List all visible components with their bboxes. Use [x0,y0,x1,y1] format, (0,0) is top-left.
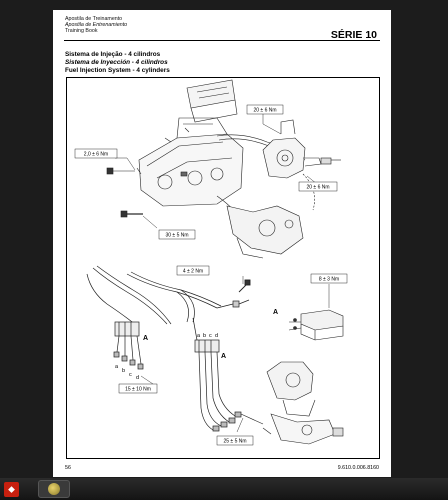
torque-label-1: 20 ± 6 Nm [253,108,276,114]
torque-label-4: 30 ± 5 Nm [165,233,188,239]
right-injection-pipes [192,317,242,432]
torque-label-5: 4 ± 2 Nm [183,269,203,275]
header-line-es: Apostila de Entrenamiento [65,22,128,28]
torque-label-2: 2,0 ± 6 Nm [84,152,108,158]
document-code: 9.610.0.006.8160 [337,465,379,471]
pipe-letter: a [197,333,201,339]
fuel-injection-diagram: 20 ± 6 Nm 2,0 ± 6 Nm 20 ± 6 Nm 30 ± 5 Nm [74,79,348,446]
torque-label-3: 20 ± 6 Nm [306,185,329,191]
bottom-leader-lines [140,276,330,433]
section-title-es: Sistema de Inyección - 4 cilindros [65,59,168,66]
left-injection-pipes [86,265,250,370]
torque-box-5: 4 ± 2 Nm [176,265,210,276]
pipe-letter: c [209,333,212,339]
taskbar: ⬥ [0,478,448,500]
pipe-letter: d [136,375,139,381]
image-viewer-icon [48,483,60,495]
torque-box-6: 8 ± 3 Nm [310,273,348,284]
torque-box-8: 25 ± 5 Nm [216,435,254,446]
header-line-en: Training Book [65,28,98,34]
pipe-letters-left: a b c d [115,364,139,381]
torque-label-7: 15 ± 10 Nm [125,387,151,393]
pdf-glyph: ⬥ [8,484,15,494]
section-title-pt: Sistema de Injeção - 4 cilindros [65,51,161,58]
header-line-pt: Apostila de Treinamento [65,16,123,22]
bolt-4nm [238,279,251,293]
torque-box-1: 20 ± 6 Nm [246,104,284,115]
section-title-en: Fuel Injection System - 4 cylinders [65,67,170,74]
pipe-letters-right: a b c d [197,333,218,339]
pipe-letter: b [203,333,206,339]
bracket-part [288,309,344,341]
pipe-letter: c [129,372,132,378]
torque-box-3: 20 ± 6 Nm [298,181,338,192]
series-title: SÉRIE 10 [330,29,377,41]
page-number: 56 [65,465,71,471]
pdf-app-icon[interactable]: ⬥ [4,482,19,497]
callout-a-middle: A [221,353,226,360]
pipe-letter: a [115,364,119,370]
bottom-pump-assembly [240,361,344,445]
top-assembly-drawing [106,79,341,259]
pipe-letter: b [122,368,125,374]
pipe-letter: d [215,333,218,339]
header-rule [64,40,380,41]
top-leader-lines [115,114,318,229]
diagram-frame: 20 ± 6 Nm 2,0 ± 6 Nm 20 ± 6 Nm 30 ± 5 Nm [66,77,380,459]
torque-label-6: 8 ± 3 Nm [319,277,339,283]
callout-a-left: A [143,335,148,342]
torque-box-7: 15 ± 10 Nm [118,383,158,394]
callout-a-right: A [273,309,278,316]
image-viewer-taskbar-button[interactable] [38,480,70,498]
torque-box-4: 30 ± 5 Nm [158,229,196,240]
torque-box-2: 2,0 ± 6 Nm [74,148,118,159]
document-page: Apostila de Treinamento Apostila de Entr… [53,10,391,477]
torque-label-8: 25 ± 5 Nm [223,439,246,445]
